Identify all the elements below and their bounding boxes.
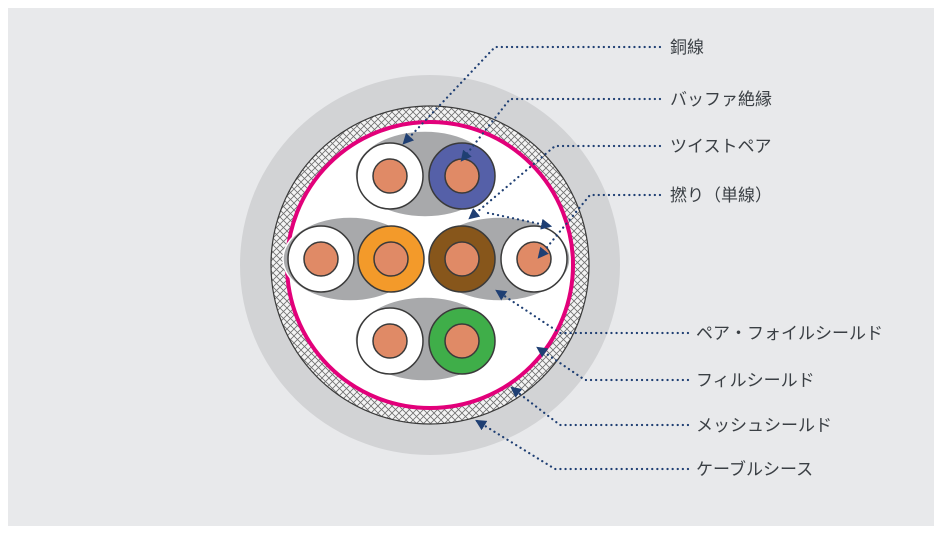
conductor-bottom-right-green [428, 307, 496, 375]
conductor-mid-brown [428, 225, 496, 293]
conductors [287, 142, 568, 375]
label-drain-wire: 撚り（単線） [670, 186, 772, 206]
conductor-mid-orange [357, 225, 425, 293]
conductor-mid-white-left [287, 225, 355, 293]
label-pair-foil-shield: ペア・フォイルシールド [696, 324, 883, 344]
leader-twisted-pair [468, 144, 662, 220]
leader-lines [402, 45, 690, 471]
leader-drain-wire [537, 193, 662, 259]
label-buffer: バッファ絶縁 [670, 90, 772, 110]
leader-pair-foil [486, 211, 553, 230]
label-sheath: ケーブルシース [696, 459, 813, 480]
label-mesh-shield: メッシュシールド [696, 416, 832, 436]
label-copper: 銅線 [670, 38, 704, 58]
label-twisted-pair: ツイストペア [670, 137, 772, 157]
leader-sheath [475, 419, 690, 471]
label-foil-shield: フィルシールド [696, 371, 815, 391]
conductor-top-right-blue [428, 142, 496, 210]
leader-buffer [460, 97, 662, 162]
conductor-bottom-left [356, 307, 424, 375]
leader-foil-shield [536, 346, 690, 382]
leader-copper [402, 45, 662, 145]
conductor-top-left [356, 142, 424, 210]
leader-mesh-shield [510, 386, 690, 427]
leader-pair-foil-shield [495, 289, 690, 335]
